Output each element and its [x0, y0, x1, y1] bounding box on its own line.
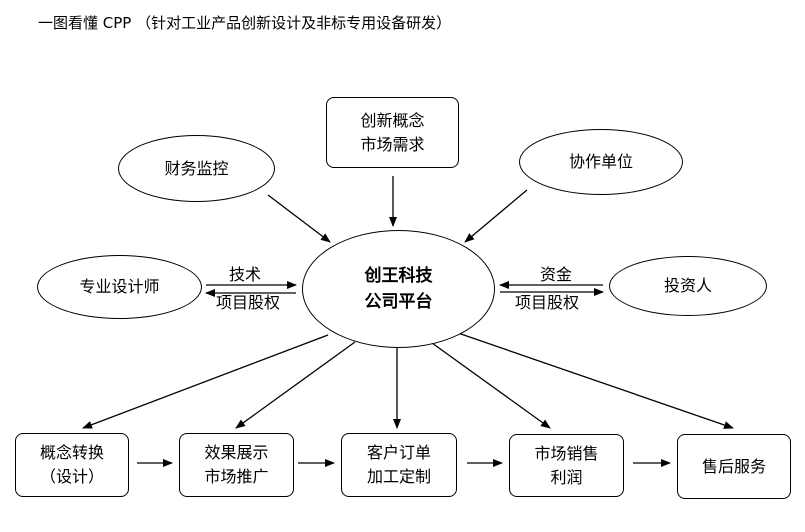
- node-partner-label: 协作单位: [568, 152, 633, 171]
- arrow-center-to-step2: [235, 341, 356, 429]
- node-finance-label: 财务监控: [164, 158, 229, 178]
- edge-label-tech: 技术: [229, 265, 262, 284]
- process-step-sales: 市场销售 利润: [509, 434, 624, 497]
- edge-label-equity-right: 项目股权: [515, 293, 580, 312]
- step5-line1: 售后服务: [701, 456, 766, 476]
- page-title: 一图看懂 CPP （针对工业产品创新设计及非标专用设备研发）: [38, 14, 452, 32]
- step4-line1: 市场销售: [534, 443, 599, 463]
- step2-line1: 效果展示: [204, 443, 269, 462]
- node-market-line1: 创新概念: [360, 110, 425, 130]
- node-center-platform: 创王科技 公司平台: [302, 230, 495, 348]
- arrow-center-to-step5: [457, 332, 734, 429]
- node-innovation-market: 创新概念 市场需求: [326, 97, 459, 168]
- edge-label-equity-left: 项目股权: [216, 293, 281, 312]
- node-partner: 协作单位: [519, 129, 683, 195]
- process-step-aftersales: 售后服务: [677, 434, 791, 499]
- step1-line1: 概念转换: [39, 443, 104, 462]
- step2-line2: 市场推广: [204, 467, 269, 486]
- arrow-center-to-step4: [431, 342, 551, 429]
- node-finance-monitoring: 财务监控: [118, 135, 275, 202]
- arrow-finance-to-center: [267, 194, 331, 243]
- arrow-partner-to-center: [464, 189, 528, 243]
- arrow-center-to-step1: [82, 334, 329, 429]
- center-line1: 创王科技: [364, 266, 433, 286]
- node-market-line2: 市场需求: [360, 134, 425, 154]
- step3-line2: 加工定制: [366, 467, 431, 486]
- edge-label-funds: 资金: [540, 265, 573, 284]
- step4-line2: 利润: [550, 467, 583, 487]
- node-designer-label: 专业设计师: [79, 277, 160, 296]
- process-step-orders: 客户订单 加工定制: [341, 433, 457, 497]
- center-line2: 公司平台: [364, 292, 433, 312]
- node-investor: 投资人: [609, 256, 767, 316]
- step3-line1: 客户订单: [366, 443, 431, 462]
- process-step-promotion: 效果展示 市场推广: [179, 433, 294, 497]
- node-designer: 专业设计师: [37, 255, 202, 319]
- process-step-concept: 概念转换 （设计）: [15, 433, 129, 497]
- step1-line2: （设计）: [39, 467, 104, 486]
- node-investor-label: 投资人: [663, 276, 712, 295]
